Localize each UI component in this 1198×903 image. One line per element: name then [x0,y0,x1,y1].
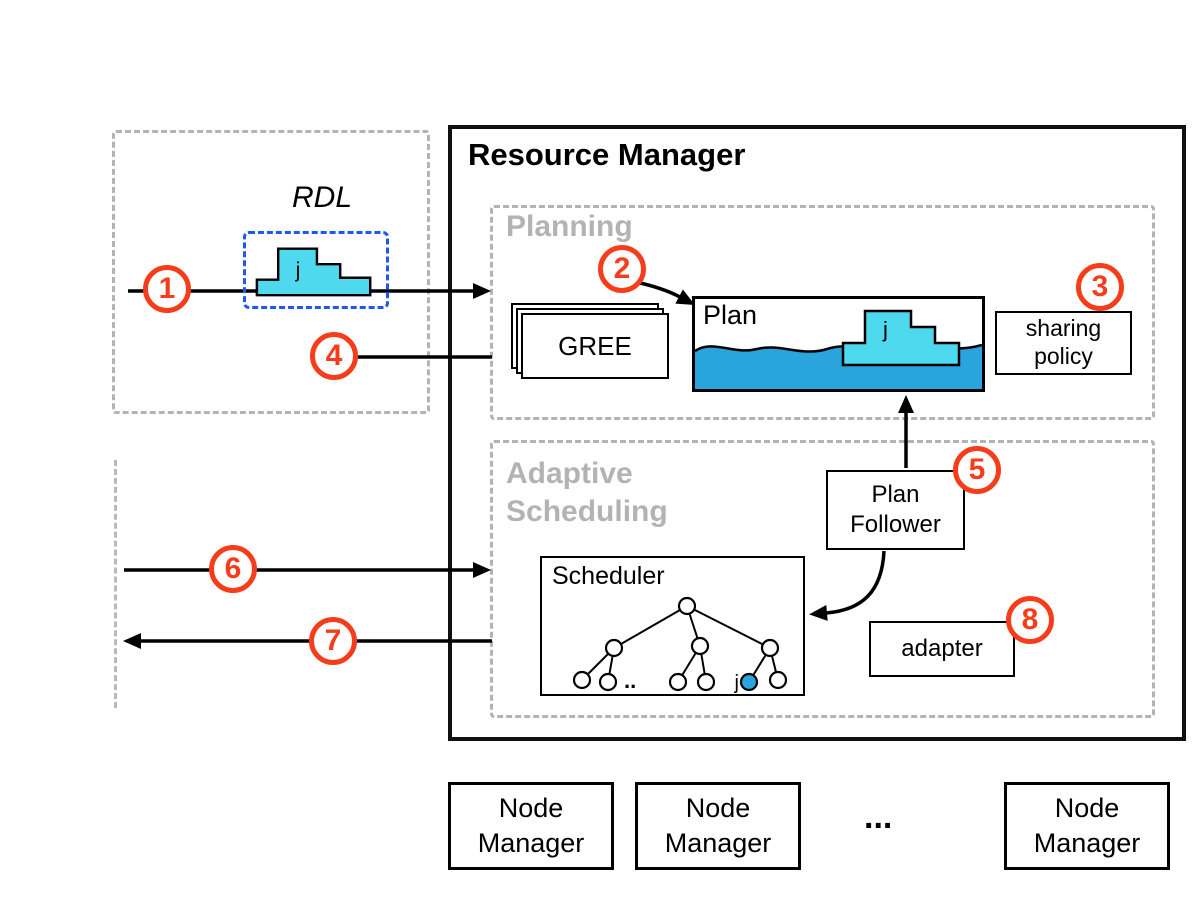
scheduler-tree: .. j [572,596,788,693]
adapter-label: adapter [901,635,983,662]
sharing-policy-line1: sharing [1025,315,1102,342]
plan-job-shape [841,309,961,367]
plan-follower-box: Plan Follower [826,470,965,550]
scheduler-title: Scheduler [552,562,665,590]
rdl-job-shape: j [255,247,372,297]
node-manager-1-line2: Manager [477,828,585,858]
plan-box: Plan j [692,296,985,392]
step-3-number: 3 [1091,270,1109,303]
adaptive-title-line1: Adaptive [506,457,633,490]
rdl-job-box: j [243,231,389,309]
planning-title: Planning [506,210,633,243]
step-circle-7: 7 [309,617,357,665]
adaptive-title-line2: Scheduling [506,494,668,528]
plan-follower-line2: Follower [850,511,941,538]
step-4-number: 4 [325,339,343,372]
step-7-number: 7 [324,624,342,657]
client-dashed-box [112,130,430,414]
step-2-number: 2 [613,252,631,285]
scheduler-box: Scheduler .. [540,556,805,696]
node-manager-2-line2: Manager [664,828,772,858]
node-manager-3-line2: Manager [1033,828,1141,858]
node-manager-1-line1: Node [498,792,564,823]
node-manager-box-3: Node Manager [1004,782,1170,870]
step-circle-4: 4 [310,332,358,380]
node-managers-ellipsis: ... [864,798,893,836]
node-manager-3-line1: Node [1054,792,1120,823]
resource-manager-title: Resource Manager [468,137,746,172]
step-circle-1: 1 [143,265,191,313]
step-8-number: 8 [1021,603,1039,636]
plan-utilization-graphic: j [695,309,982,389]
client-dashed-line-lower [114,460,117,708]
step-circle-3: 3 [1076,263,1124,311]
node-manager-2-line1: Node [685,792,751,823]
adaptive-scheduling-title: Adaptive Scheduling [506,455,668,530]
adapter-box: adapter [869,621,1015,677]
plan-job-label: j [882,317,888,342]
gree-stack: GREE [511,303,671,383]
scheduler-tree-dots: .. [624,668,636,693]
step-5-number: 5 [968,453,986,486]
rdl-label: RDL [292,181,353,214]
step-circle-5: 5 [953,446,1001,494]
gree-label: GREE [558,330,632,361]
rdl-job-label: j [295,258,301,282]
gree-page-front: GREE [521,313,669,379]
step-6-number: 6 [224,552,242,585]
planning-box: Planning [490,205,1155,420]
scheduler-job-node [739,672,759,692]
step-circle-2: 2 [598,245,646,293]
node-manager-box-2: Node Manager [635,782,801,870]
adaptive-scheduling-box: Adaptive Scheduling [490,440,1155,718]
scheduler-job-label: j [734,672,739,693]
node-manager-box-1: Node Manager [448,782,614,870]
plan-title: Plan [703,300,758,330]
step-circle-8: 8 [1006,596,1054,644]
sharing-policy-box: sharing policy [995,311,1132,375]
step-1-number: 1 [158,272,176,305]
sharing-policy-line2: policy [1034,343,1093,369]
step-circle-6: 6 [209,545,257,593]
plan-follower-line1: Plan [871,481,920,508]
